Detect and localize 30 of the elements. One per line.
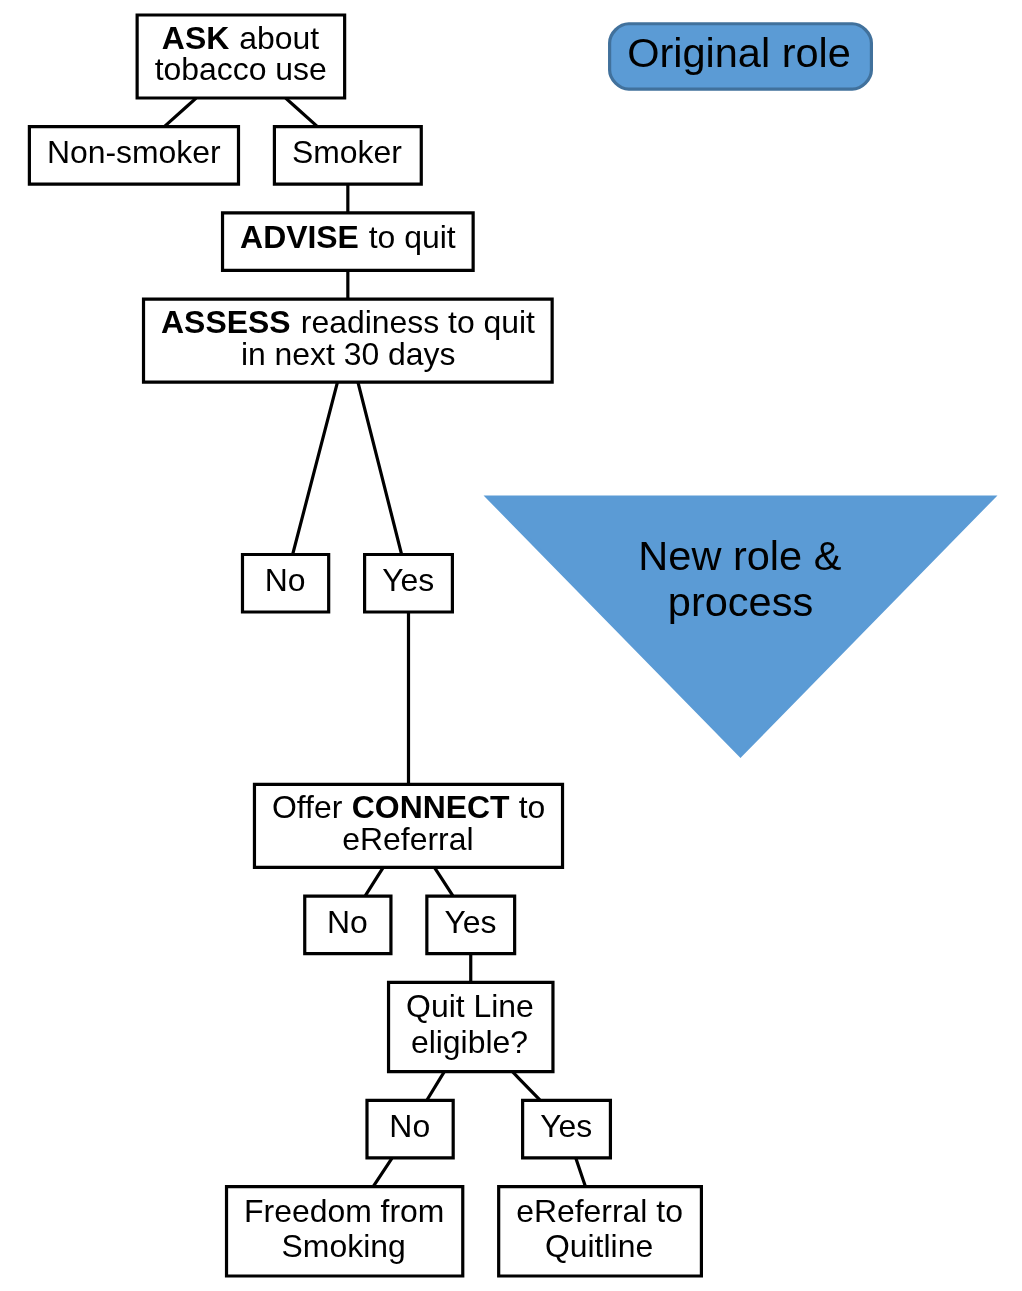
connector	[345, 270, 349, 299]
connector	[163, 96, 197, 128]
connector	[468, 954, 472, 983]
node-box: Quit Line eligible?	[386, 980, 555, 1074]
node-box: Non-smoker	[27, 125, 240, 186]
connector	[355, 381, 403, 555]
node-box: No	[364, 1098, 455, 1160]
node-box: ASSESS readiness to quit in next 30 days	[141, 297, 554, 384]
connector	[573, 1157, 587, 1187]
node-box: Yes	[520, 1098, 612, 1160]
connector	[290, 381, 339, 555]
node-box: Freedom from Smoking	[224, 1185, 464, 1278]
connector	[371, 1157, 393, 1188]
node-box: eReferral to Quitline	[496, 1185, 703, 1278]
node-box: ADVISE to quit	[220, 211, 475, 272]
node-box: No	[302, 894, 393, 956]
node-box: Yes	[424, 894, 516, 956]
connector	[432, 866, 454, 897]
connector	[284, 96, 318, 128]
node-box: Smoker	[272, 125, 423, 186]
node-box: Offer CONNECT to eReferral	[252, 782, 564, 869]
node-box: ASK about tobacco use	[135, 13, 346, 100]
connector	[425, 1070, 446, 1101]
connector	[406, 612, 410, 784]
node-box: Original role	[607, 22, 873, 91]
node-box: Yes	[362, 552, 454, 614]
connector	[363, 866, 384, 897]
connector	[510, 1070, 541, 1102]
node-box: No	[240, 552, 330, 614]
connector	[345, 184, 349, 213]
